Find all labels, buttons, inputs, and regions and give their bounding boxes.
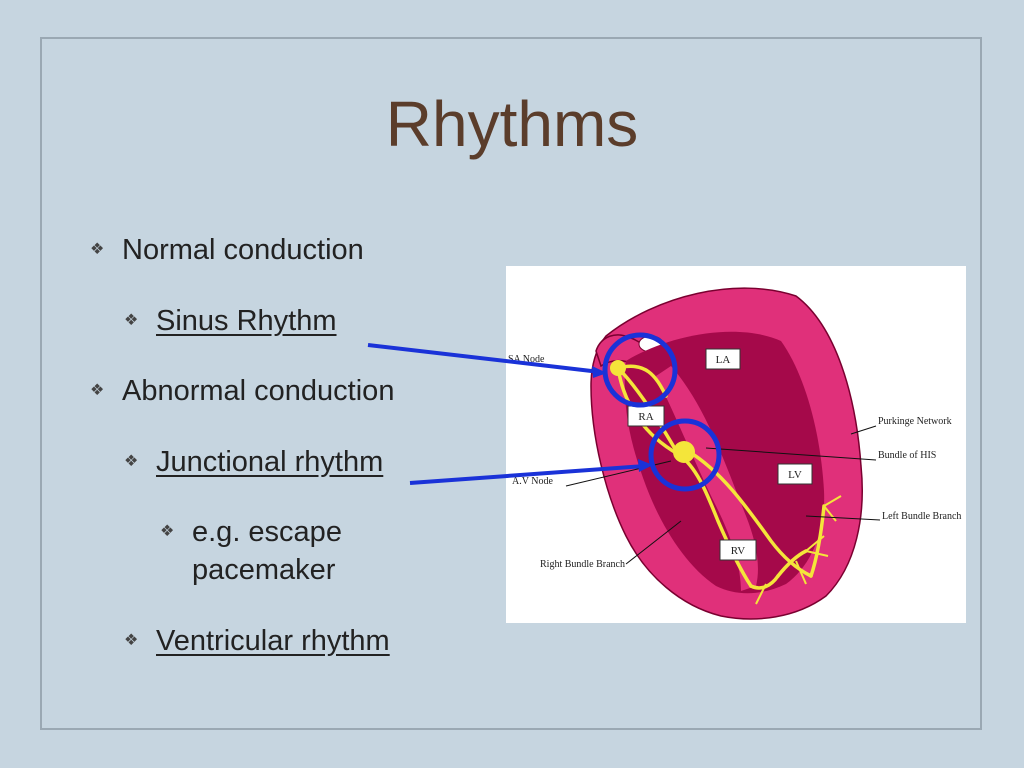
purkinje-fibers: [755, 495, 842, 605]
label-rv: RV: [731, 545, 745, 557]
bullet-link-text[interactable]: Ventricular rhythm: [156, 625, 390, 657]
bullet-link-text[interactable]: Junctional rhythm: [156, 446, 384, 478]
slide-frame: [40, 37, 982, 730]
bullet-junctional-rhythm[interactable]: ❖ Junctional rhythm: [124, 443, 383, 481]
bullet-diamond-icon: ❖: [90, 382, 105, 399]
bullet-diamond-icon: ❖: [124, 632, 139, 649]
sinus-arrow: [367, 343, 601, 374]
bullet-normal-conduction: ❖ Normal conduction: [90, 231, 364, 269]
bullet-diamond-icon: ❖: [90, 241, 105, 258]
bullet-text: e.g. escape pacemaker: [192, 516, 342, 586]
label-right-bundle: Right Bundle Branch: [540, 559, 625, 570]
bullet-text: Normal conduction: [122, 234, 364, 266]
bullet-escape-pacemaker: ❖ e.g. escape pacemaker: [160, 513, 400, 589]
pointer-lines: [565, 425, 881, 565]
label-av-node: A.V Node: [512, 476, 553, 487]
label-ra: RA: [638, 411, 653, 423]
annotation-labels: SA Node A.V Node Purkinge Network Bundle…: [508, 354, 961, 570]
bullet-sinus-rhythm[interactable]: ❖ Sinus Rhythm: [124, 302, 337, 340]
bullet-diamond-icon: ❖: [124, 312, 139, 329]
junctional-arrow-head: [638, 459, 653, 472]
label-sa-node: SA Node: [508, 354, 545, 365]
heart-conduction-diagram: LA RA LV RV SA Node A.V Node Purkinge Ne…: [506, 266, 966, 623]
chamber-labels: LA RA LV RV: [627, 348, 813, 561]
label-left-bundle: Left Bundle Branch: [882, 511, 961, 522]
junctional-arrow: [409, 464, 646, 485]
av-node: [673, 441, 695, 463]
label-purkinje: Purkinge Network: [878, 416, 952, 427]
heart-illustration: LA RA LV RV SA Node A.V Node Purkinge Ne…: [508, 287, 961, 620]
sa-node: [610, 360, 626, 376]
label-bundle-his: Bundle of HIS: [878, 450, 936, 461]
bullet-ventricular-rhythm[interactable]: ❖ Ventricular rhythm: [124, 622, 390, 660]
sinus-arrow-head: [592, 366, 607, 378]
label-la: LA: [716, 354, 731, 366]
bullet-link-text[interactable]: Sinus Rhythm: [156, 305, 337, 337]
sa-node-highlight-circle: [602, 332, 678, 408]
bullet-diamond-icon: ❖: [124, 453, 139, 470]
bullet-abnormal-conduction: ❖ Abnormal conduction: [90, 372, 394, 410]
label-lv: LV: [788, 469, 802, 481]
bullet-diamond-icon: ❖: [160, 523, 175, 540]
av-node-highlight-circle: [648, 418, 722, 492]
slide-title: Rhythms: [385, 88, 639, 160]
bullet-text: Abnormal conduction: [122, 375, 395, 407]
